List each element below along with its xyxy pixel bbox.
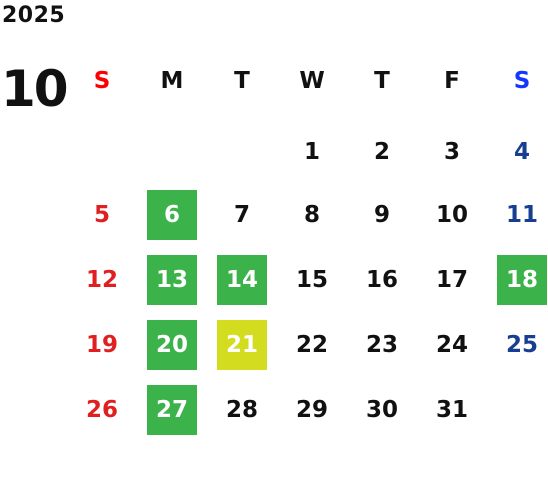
weekday-tuesday: T: [234, 68, 250, 94]
date-cell-4: 4: [513, 139, 530, 165]
date-cell-3: 3: [443, 139, 460, 165]
date-cell-13: 13: [147, 255, 197, 305]
date-cell-20: 20: [147, 320, 197, 370]
date-cell-29: 29: [295, 397, 328, 423]
date-cell-2: 2: [373, 139, 390, 165]
date-cell-18: 18: [497, 255, 547, 305]
date-cell-16: 16: [365, 267, 398, 293]
date-cell-17: 17: [435, 267, 468, 293]
date-cell-6: 6: [147, 190, 197, 240]
date-cell-30: 30: [365, 397, 398, 423]
weekday-saturday: S: [513, 68, 531, 94]
date-cell-14: 14: [217, 255, 267, 305]
date-cell-31: 31: [435, 397, 468, 423]
weekday-friday: F: [444, 68, 460, 94]
weekday-thursday: T: [374, 68, 390, 94]
date-cell-28: 28: [225, 397, 258, 423]
date-cell-1: 1: [303, 139, 320, 165]
date-cell-11: 11: [505, 202, 538, 228]
date-cell-10: 10: [435, 202, 468, 228]
weekday-wednesday: W: [299, 68, 325, 94]
date-cell-21: 21: [217, 320, 267, 370]
month-number: 10: [1, 60, 69, 118]
date-cell-8: 8: [303, 202, 320, 228]
date-cell-19: 19: [85, 332, 118, 358]
date-cell-22: 22: [295, 332, 328, 358]
date-cell-15: 15: [295, 267, 328, 293]
date-cell-27: 27: [147, 385, 197, 435]
weekday-sunday: S: [93, 68, 111, 94]
date-cell-23: 23: [365, 332, 398, 358]
date-cell-26: 26: [85, 397, 118, 423]
date-cell-5: 5: [93, 202, 110, 228]
date-cell-7: 7: [233, 202, 250, 228]
date-cell-24: 24: [435, 332, 468, 358]
date-cell-9: 9: [373, 202, 390, 228]
year-label: 2025: [2, 3, 66, 28]
weekday-monday: M: [160, 68, 184, 94]
date-cell-25: 25: [505, 332, 538, 358]
date-cell-12: 12: [85, 267, 118, 293]
